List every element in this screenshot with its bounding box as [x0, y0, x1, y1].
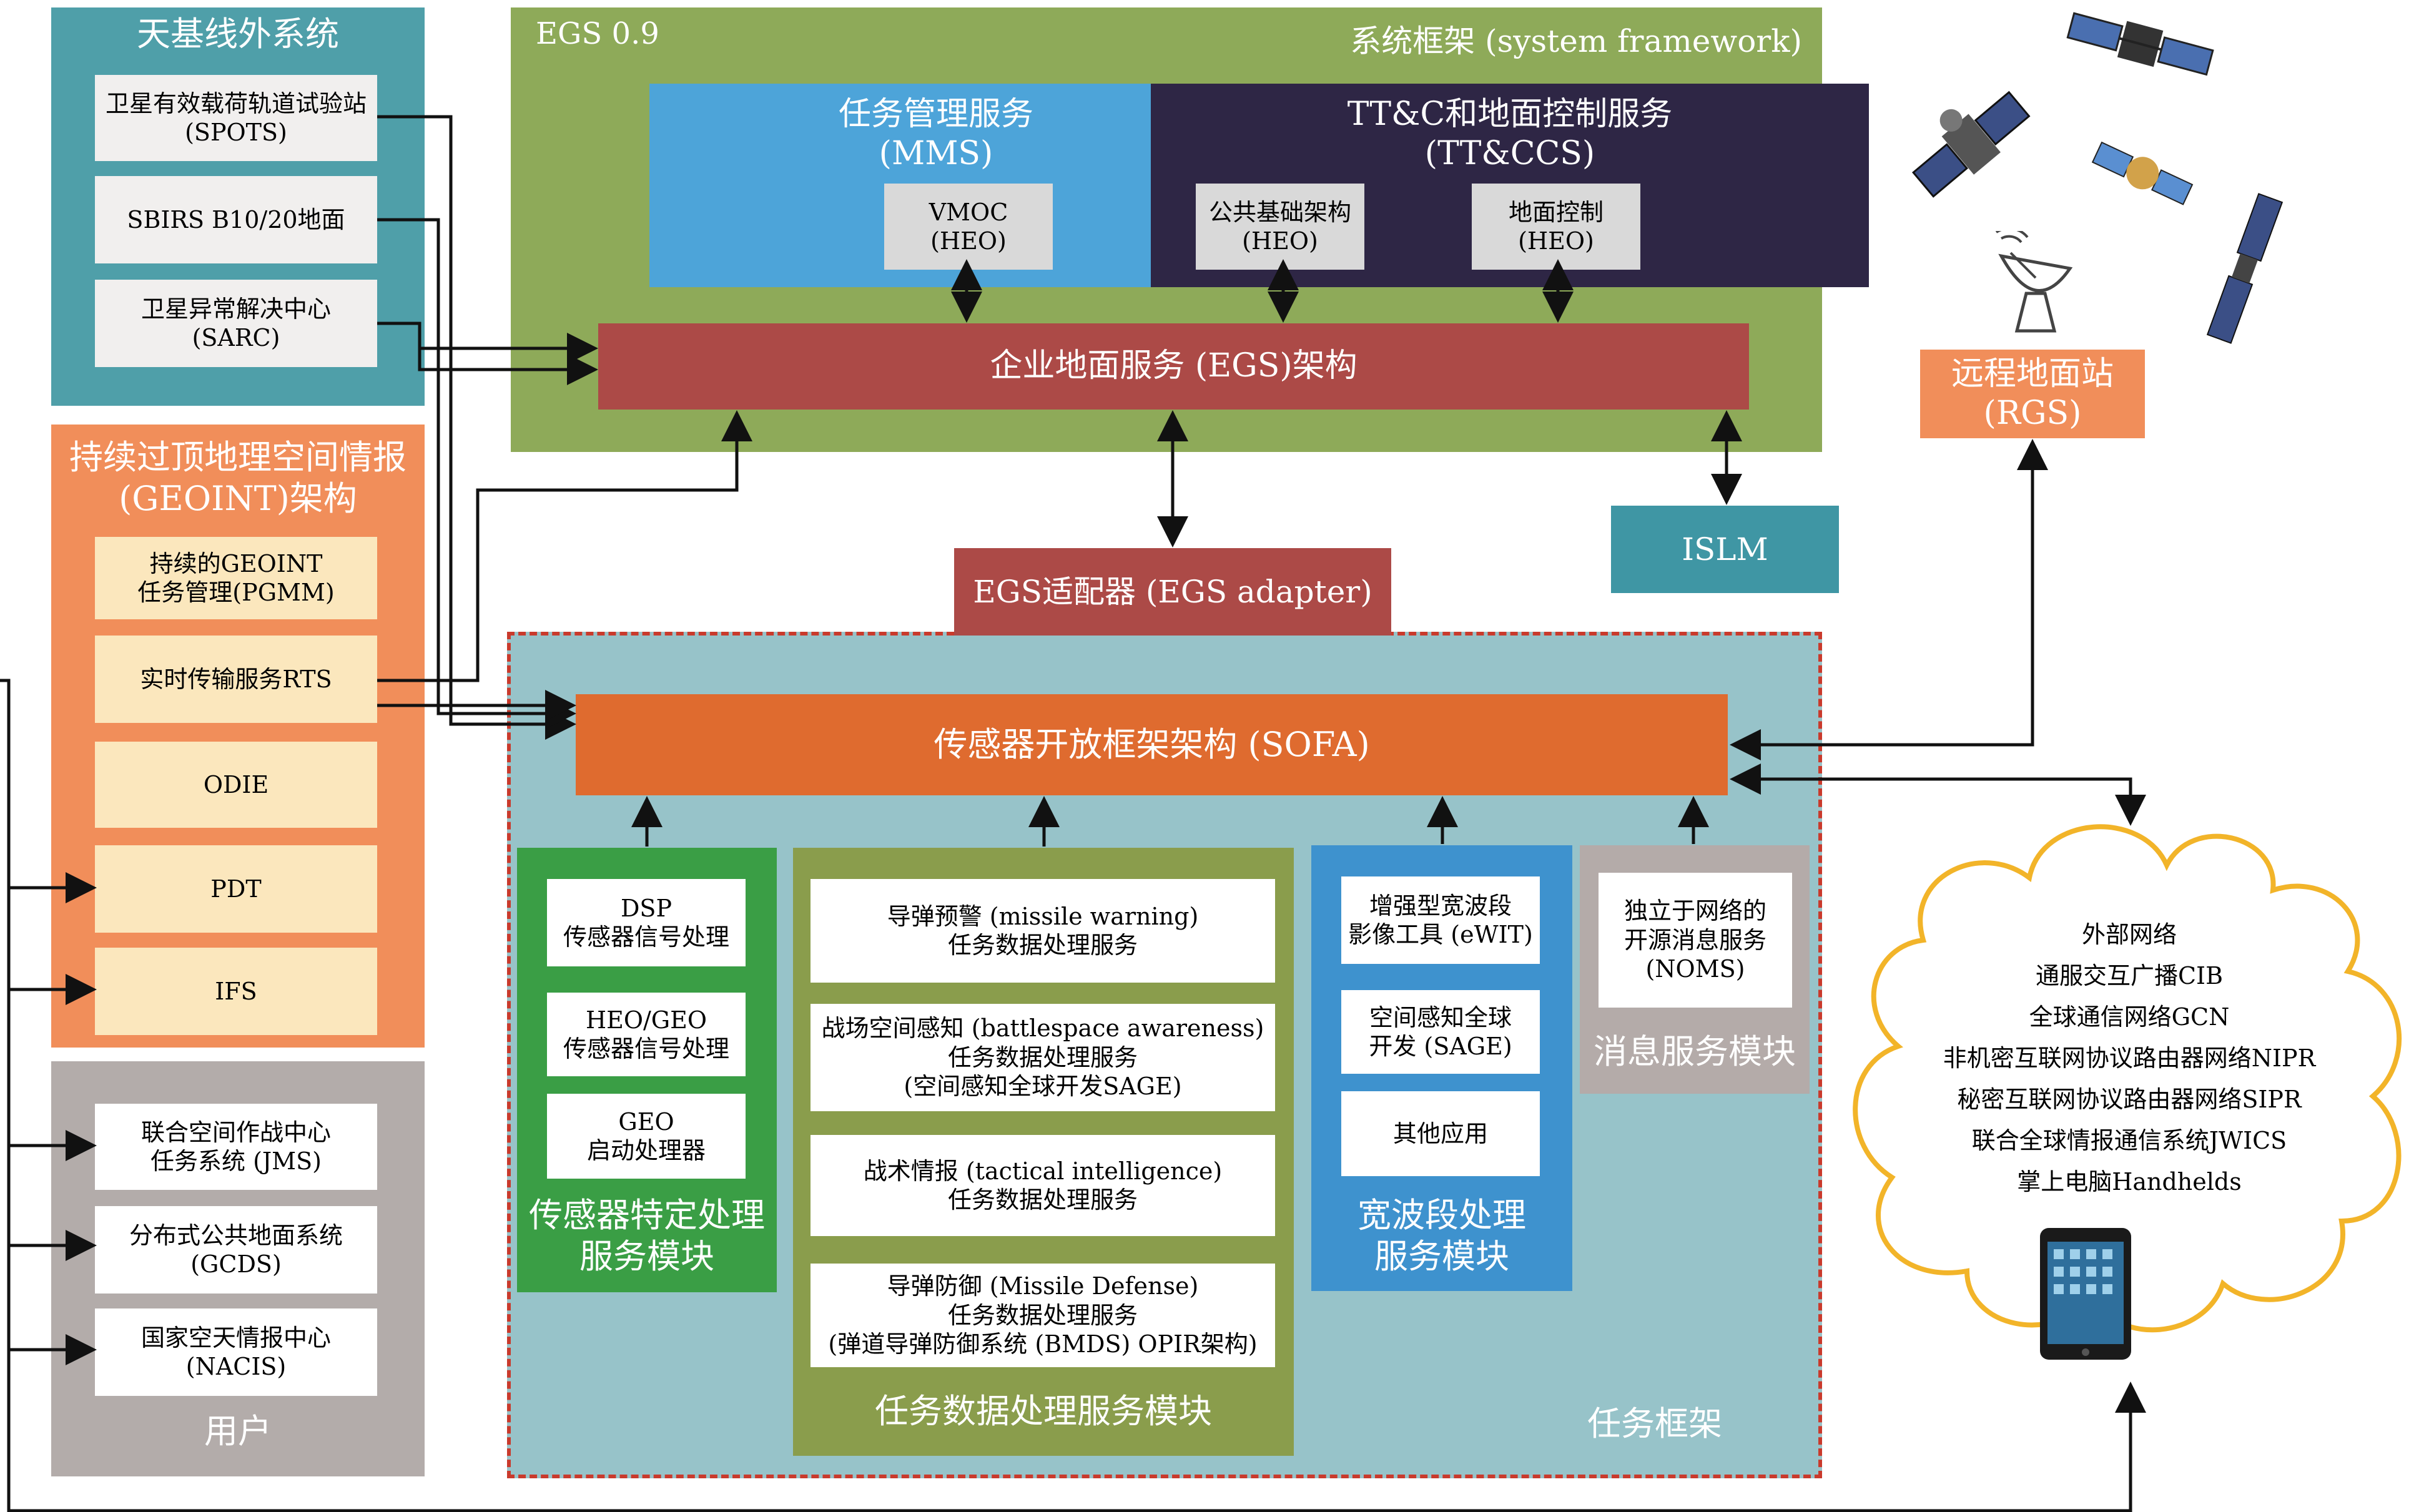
egs-framework-panel: EGS 0.9 系统框架 (system framework) 任务管理服务 (… [511, 7, 1869, 452]
egs-bar[interactable]: 企业地面服务 (EGS)架构 [598, 323, 1749, 410]
system-framework-label: 系统框架 (system framework) [1350, 23, 1802, 59]
space-external-panel: 天基线外系统 卫星有效载荷轨道试验站 (SPOTS) SBIRS B10/20地… [51, 7, 425, 406]
network-cib: 通服交互广播CIB [2035, 962, 2223, 989]
sage-box[interactable]: 空间感知全球 开发 (SAGE) [1341, 990, 1540, 1074]
network-handhelds: 掌上电脑Handhelds [2017, 1168, 2242, 1195]
nacis-box[interactable]: 国家空天情报中心 (NACIS) [95, 1308, 377, 1396]
egs-version: EGS 0.9 [536, 16, 659, 51]
network-list: 外部网络 通服交互广播CIB 全球通信网络GCN 非机密互联网协议路由器网络NI… [1917, 914, 2342, 1202]
other-apps-box[interactable]: 其他应用 [1341, 1091, 1540, 1176]
islm-box[interactable]: ISLM [1611, 506, 1839, 593]
battlespace-box[interactable]: 战场空间感知 (battlespace awareness) 任务数据处理服务 … [811, 1004, 1275, 1111]
ifs-box[interactable]: IFS [95, 948, 377, 1035]
rts-box[interactable]: 实时传输服务RTS [95, 636, 377, 723]
wideband-module-title: 宽波段处理 服务模块 [1357, 1195, 1526, 1276]
heo-geo-box[interactable]: HEO/GEO 传感器信号处理 [547, 993, 746, 1076]
sarc-box[interactable]: 卫星异常解决中心 (SARC) [95, 280, 377, 367]
geoint-panel: 持续过顶地理空间情报 (GEOINT)架构 持续的GEOINT 任务管理(PGM… [51, 425, 425, 1048]
common-infra-box[interactable]: 公共基础架构 (HEO) [1196, 184, 1364, 270]
ground-dish-icon [1995, 231, 2073, 333]
missile-defense-box[interactable]: 导弹防御 (Missile Defense) 任务数据处理服务 (弹道导弹防御系… [811, 1264, 1275, 1367]
geoint-title: 持续过顶地理空间情报 (GEOINT)架构 [69, 438, 406, 518]
tactical-intel-box[interactable]: 战术情报 (tactical intelligence) 任务数据处理服务 [811, 1135, 1275, 1236]
spots-box[interactable]: 卫星有效载荷轨道试验站 (SPOTS) [95, 75, 377, 161]
pdt-box[interactable]: PDT [95, 845, 377, 933]
mission-module: 导弹预警 (missile warning) 任务数据处理服务 战场空间感知 (… [793, 848, 1294, 1456]
network-nipr: 非机密互联网协议路由器网络NIPR [1943, 1044, 2316, 1072]
geo-start-box[interactable]: GEO 启动处理器 [547, 1094, 746, 1179]
noms-box[interactable]: 独立于网络的 开源消息服务 (NOMS) [1599, 873, 1792, 1008]
network-gcn: 全球通信网络GCN [2029, 1003, 2230, 1031]
tablet-icon [2040, 1228, 2131, 1360]
users-panel: 联合空间作战中心 任务系统 (JMS) 分布式公共地面系统 (GCDS) 国家空… [51, 1061, 425, 1476]
vmoc-box[interactable]: VMOC (HEO) [884, 184, 1053, 270]
satellite-icon-3 [2091, 141, 2194, 205]
network-jwics: 联合全球情报通信系统JWICS [1971, 1127, 2287, 1154]
dsp-box[interactable]: DSP 传感器信号处理 [547, 879, 746, 966]
users-title: 用户 [204, 1411, 272, 1451]
satellite-icon-4 [2206, 193, 2284, 344]
mission-framework-label: 任务框架 [1587, 1404, 1722, 1443]
mms-title: 任务管理服务 (MMS) [838, 96, 1033, 173]
ttc-box[interactable]: TT&C和地面控制服务 (TT&CCS) 公共基础架构 (HEO) 地面控制 (… [1151, 84, 1869, 287]
mission-module-title: 任务数据处理服务模块 [875, 1392, 1212, 1431]
pgmm-box[interactable]: 持续的GEOINT 任务管理(PGMM) [95, 537, 377, 619]
jms-box[interactable]: 联合空间作战中心 任务系统 (JMS) [95, 1104, 377, 1190]
message-module-title: 消息服务模块 [1594, 1032, 1796, 1071]
sensor-module: DSP 传感器信号处理 HEO/GEO 传感器信号处理 GEO 启动处理器 传感… [517, 848, 777, 1292]
network-external: 外部网络 [2081, 921, 2177, 948]
rgs-box[interactable]: 远程地面站 (RGS) [1920, 350, 2145, 438]
sbirs-box[interactable]: SBIRS B10/20地面 [95, 176, 377, 263]
odie-box[interactable]: ODIE [95, 742, 377, 828]
wideband-module: 增强型宽波段 影像工具 (eWIT) 空间感知全球 开发 (SAGE) 其他应用… [1311, 845, 1572, 1291]
mms-box[interactable]: 任务管理服务 (MMS) VMOC (HEO) [649, 84, 1223, 287]
network-sipr: 秘密互联网协议路由器网络SIPR [1957, 1086, 2302, 1113]
space-external-title: 天基线外系统 [137, 14, 339, 54]
missile-warning-box[interactable]: 导弹预警 (missile warning) 任务数据处理服务 [811, 879, 1275, 983]
egs-adapter-box[interactable]: EGS适配器 (EGS adapter) [954, 548, 1391, 636]
ttc-title: TT&C和地面控制服务 (TT&CCS) [1347, 96, 1673, 173]
sofa-bar[interactable]: 传感器开放框架架构 (SOFA) [576, 694, 1728, 795]
ground-control-box[interactable]: 地面控制 (HEO) [1472, 184, 1640, 270]
sensor-module-title: 传感器特定处理 服务模块 [529, 1195, 765, 1276]
ewit-box[interactable]: 增强型宽波段 影像工具 (eWIT) [1341, 876, 1540, 964]
message-module: 独立于网络的 开源消息服务 (NOMS) 消息服务模块 [1580, 845, 1810, 1094]
satellite-icon-1 [2066, 12, 2214, 76]
gcds-box[interactable]: 分布式公共地面系统 (GCDS) [95, 1206, 377, 1294]
satellite-icon-2 [1911, 91, 2031, 198]
